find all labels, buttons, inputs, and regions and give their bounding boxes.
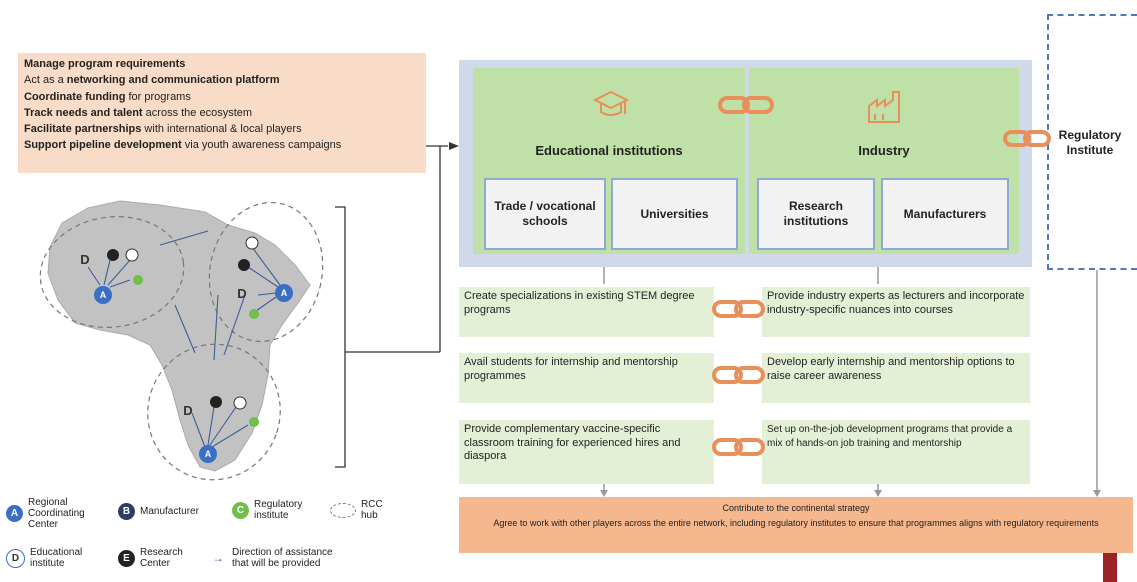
activity-edu-1: Create specializations in existing STEM …: [459, 287, 714, 337]
legend-manufacturer: B Manufacturer: [118, 503, 199, 520]
hub-ellipse-icon: [330, 502, 356, 518]
role-item: Support pipeline development via youth a…: [24, 139, 342, 152]
legend-direction: → Direction of assistance that will be p…: [212, 547, 333, 569]
strategy-description: Agree to work with other players across …: [493, 518, 1099, 528]
box-universities: Universities: [611, 178, 738, 250]
map-research-east: [238, 259, 250, 271]
rcc-roles-box: Manage program requirements Act as a net…: [18, 53, 426, 173]
link-chain-icon: [712, 366, 765, 384]
research-circle-icon: E: [118, 549, 135, 567]
role-item: Facilitate partnerships with internation…: [24, 123, 302, 136]
legend-educational: D Educational institute: [6, 547, 100, 569]
stakeholder-panel: Educational institutions Trade / vocatio…: [459, 60, 1032, 267]
map-regulatory-west: [133, 275, 143, 285]
map-manufacturer-east: [245, 236, 259, 250]
red-accent-bar: [1103, 553, 1117, 582]
rcc-hub-east: [208, 201, 324, 343]
africa-shape: [47, 200, 311, 472]
svg-text:A: A: [205, 449, 212, 459]
map-legend: A Regional Coordinating Center B Manufac…: [0, 495, 440, 582]
map-rcc-south: [199, 445, 217, 463]
africa-map: A D A D A D: [39, 200, 324, 481]
continental-strategy-box: Contribute to the continental strategy A…: [459, 497, 1133, 553]
legend-regulatory: C Regulatory institute: [232, 499, 309, 521]
legend-hub: RCC hub: [330, 499, 391, 521]
edu-circle-icon: D: [6, 548, 25, 568]
map-manufacturer-west: [125, 248, 139, 262]
box-research-institutions: Research institutions: [757, 178, 875, 250]
svg-text:D: D: [183, 403, 192, 418]
box-trade-schools: Trade / vocational schools: [484, 178, 606, 250]
activity-ind-3: Set up on-the-job development programs t…: [762, 420, 1030, 484]
svg-text:A: A: [281, 288, 288, 298]
education-section: Educational institutions Trade / vocatio…: [473, 68, 745, 254]
role-item: Track needs and talent across the ecosys…: [24, 106, 253, 119]
link-chain-icon: [712, 300, 765, 318]
industry-title: Industry: [858, 143, 910, 158]
role-item: Act as a networking and communication pl…: [24, 74, 280, 87]
rcc-circle-icon: A: [6, 505, 23, 522]
activity-edu-3: Provide complementary vaccine-specific c…: [459, 420, 714, 484]
regulatory-institute-label: Regulatory Institute: [1058, 128, 1122, 157]
link-chain-icon: [1003, 130, 1051, 147]
education-title: Educational institutions: [535, 143, 683, 158]
box-manufacturers: Manufacturers: [881, 178, 1009, 250]
svg-text:A: A: [100, 290, 107, 300]
map-manufacturer-south: [233, 396, 247, 410]
arrow-right-icon: →: [212, 551, 224, 565]
link-chain-icon: [718, 96, 774, 114]
role-item: Coordinate funding for programs: [24, 90, 191, 103]
map-regulatory-east: [249, 309, 259, 319]
link-chain-icon: [712, 438, 765, 456]
map-research-west: [107, 249, 119, 261]
activity-ind-2: Develop early internship and mentorship …: [762, 353, 1030, 403]
rcc-hub-west: [39, 216, 185, 328]
role-item: Manage program requirements: [24, 58, 186, 70]
svg-text:D: D: [237, 286, 246, 301]
map-rcc-east: [275, 284, 293, 302]
map-rcc-west: [94, 286, 112, 304]
regulatory-circle-icon: C: [232, 501, 249, 519]
rcc-hub-south: [147, 343, 281, 481]
factory-icon: [868, 91, 900, 123]
manufacturer-circle-icon: B: [118, 503, 135, 520]
legend-rcc: A Regional Coordinating Center: [6, 497, 98, 530]
activity-ind-1: Provide industry experts as lecturers an…: [762, 287, 1030, 337]
map-research-south: [210, 396, 222, 408]
graduation-cap-icon: [593, 90, 629, 116]
map-regulatory-south: [249, 417, 259, 427]
industry-section: Industry Research institutions Manufactu…: [749, 68, 1019, 254]
activity-edu-2: Avail students for internship and mentor…: [459, 353, 714, 403]
strategy-title: Contribute to the continental strategy: [722, 503, 870, 513]
svg-text:D: D: [80, 252, 89, 267]
legend-research: E Research Center: [118, 547, 190, 569]
